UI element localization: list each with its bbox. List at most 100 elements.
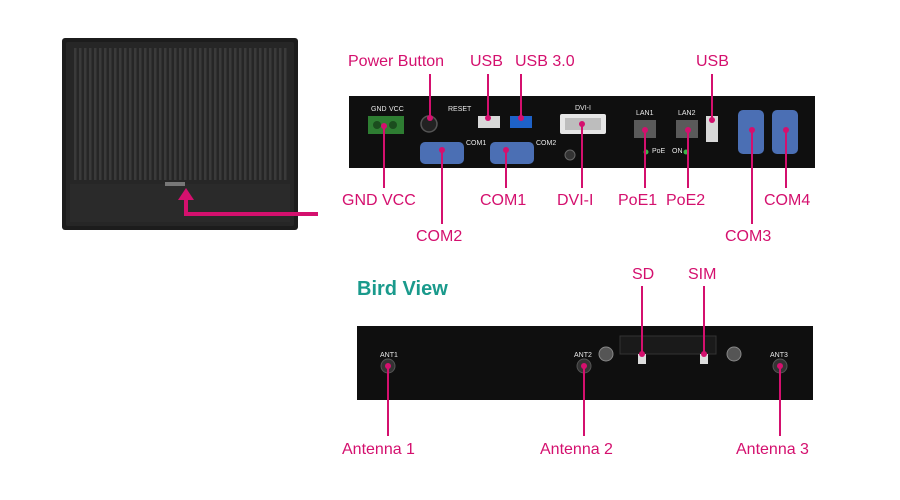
label-antenna2: Antenna 2 (540, 441, 613, 458)
print-dvi: DVI-I (575, 105, 591, 112)
heatsink-fin (199, 48, 202, 180)
dot-power-button (427, 115, 433, 121)
heatsink-fin (124, 48, 127, 180)
heatsink-fin (144, 48, 147, 180)
audio-jack-graphic (564, 149, 576, 161)
label-com2: COM2 (416, 228, 463, 245)
label-com1: COM1 (480, 192, 527, 209)
bird-view-title: Bird View (357, 278, 448, 300)
heatsink-fin (254, 48, 257, 180)
thumbscrew-left (598, 346, 614, 362)
leader-lines (383, 74, 787, 436)
heatsink-fin (284, 48, 287, 180)
heatsink-fin (274, 48, 277, 180)
heatsink-fin (239, 48, 242, 180)
sd-icon (638, 354, 646, 364)
dot-gnd-vcc (381, 123, 387, 129)
heatsink-fin (209, 48, 212, 180)
heatsink-fin (84, 48, 87, 180)
heatsink-fin (99, 48, 102, 180)
terminal-screw-vcc (389, 121, 397, 129)
heatsink-fin (189, 48, 192, 180)
heatsink-fin (279, 48, 282, 180)
heatsink-fin (74, 48, 77, 180)
label-power-button: Power Button (348, 53, 445, 70)
label-com4: COM4 (764, 192, 811, 209)
dot-usb (485, 115, 491, 121)
heatsink-fin (104, 48, 107, 180)
heatsink-fin (259, 48, 262, 180)
print-gnd: GND (371, 106, 387, 113)
dot-poe1 (642, 127, 648, 133)
dot-dvi (579, 121, 585, 127)
heatsink-fin (179, 48, 182, 180)
print-ant3: ANT3 (770, 352, 788, 359)
sim-icon (700, 354, 708, 364)
dot-com4 (783, 127, 789, 133)
label-poe1: PoE1 (618, 192, 658, 209)
heatsink-fin (129, 48, 132, 180)
heatsink-fins (74, 48, 287, 180)
dot-com3 (749, 127, 755, 133)
dot-com2 (439, 147, 445, 153)
device-rear-view (62, 38, 298, 230)
heatsink-fin (184, 48, 187, 180)
heatsink-fin (194, 48, 197, 180)
dot-antenna1 (385, 363, 391, 369)
label-gnd-vcc: GND VCC (342, 192, 416, 209)
print-lan2: LAN2 (678, 110, 696, 117)
heatsink-fin (119, 48, 122, 180)
print-ant2: ANT2 (574, 352, 592, 359)
label-dvi: DVI-I (557, 192, 594, 209)
heatsink-fin (234, 48, 237, 180)
label-antenna1: Antenna 1 (342, 441, 415, 458)
heatsink-fin (159, 48, 162, 180)
heatsink-fin (94, 48, 97, 180)
dot-sd (639, 351, 645, 357)
print-ant1: ANT1 (380, 352, 398, 359)
heatsink-fin (204, 48, 207, 180)
heatsink-fin (164, 48, 167, 180)
dot-poe2 (685, 127, 691, 133)
usb-right-port-graphic (706, 116, 718, 142)
heatsink-fin (149, 48, 152, 180)
leader-dots (381, 115, 789, 369)
label-usb: USB (470, 53, 503, 70)
heatsink-fin (269, 48, 272, 180)
label-com3: COM3 (725, 228, 772, 245)
label-sd: SD (632, 266, 655, 283)
io-slot (165, 182, 185, 186)
label-usb3: USB 3.0 (515, 53, 575, 70)
heatsink-fin (89, 48, 92, 180)
pointer-arrow-line (184, 198, 318, 216)
usb-port-graphic (478, 116, 500, 128)
print-vcc: VCC (389, 106, 404, 113)
heatsink-fin (249, 48, 252, 180)
label-usb-right: USB (696, 53, 729, 70)
dot-usb-right (709, 117, 715, 123)
heatsink-fin (134, 48, 137, 180)
heatsink-fin (139, 48, 142, 180)
heatsink-fin (174, 48, 177, 180)
heatsink-fin (109, 48, 112, 180)
heatsink-fin (114, 48, 117, 180)
heatsink-fin (154, 48, 157, 180)
heatsink-fin (264, 48, 267, 180)
print-on: ON (672, 148, 683, 155)
dot-com1 (503, 147, 509, 153)
heatsink-fin (229, 48, 232, 180)
print-poe: PoE (652, 148, 666, 155)
usb3-port-graphic (510, 116, 532, 128)
card-slot-cover (619, 335, 717, 355)
print-com1: COM1 (466, 140, 487, 147)
heatsink-fin (79, 48, 82, 180)
pointer-arrow-head (178, 188, 194, 200)
terminal-screw-gnd (373, 121, 381, 129)
print-lan1: LAN1 (636, 110, 654, 117)
dot-antenna3 (777, 363, 783, 369)
heatsink-fin (214, 48, 217, 180)
print-com2: COM2 (536, 140, 557, 147)
label-sim: SIM (688, 266, 717, 283)
heatsink-fin (244, 48, 247, 180)
